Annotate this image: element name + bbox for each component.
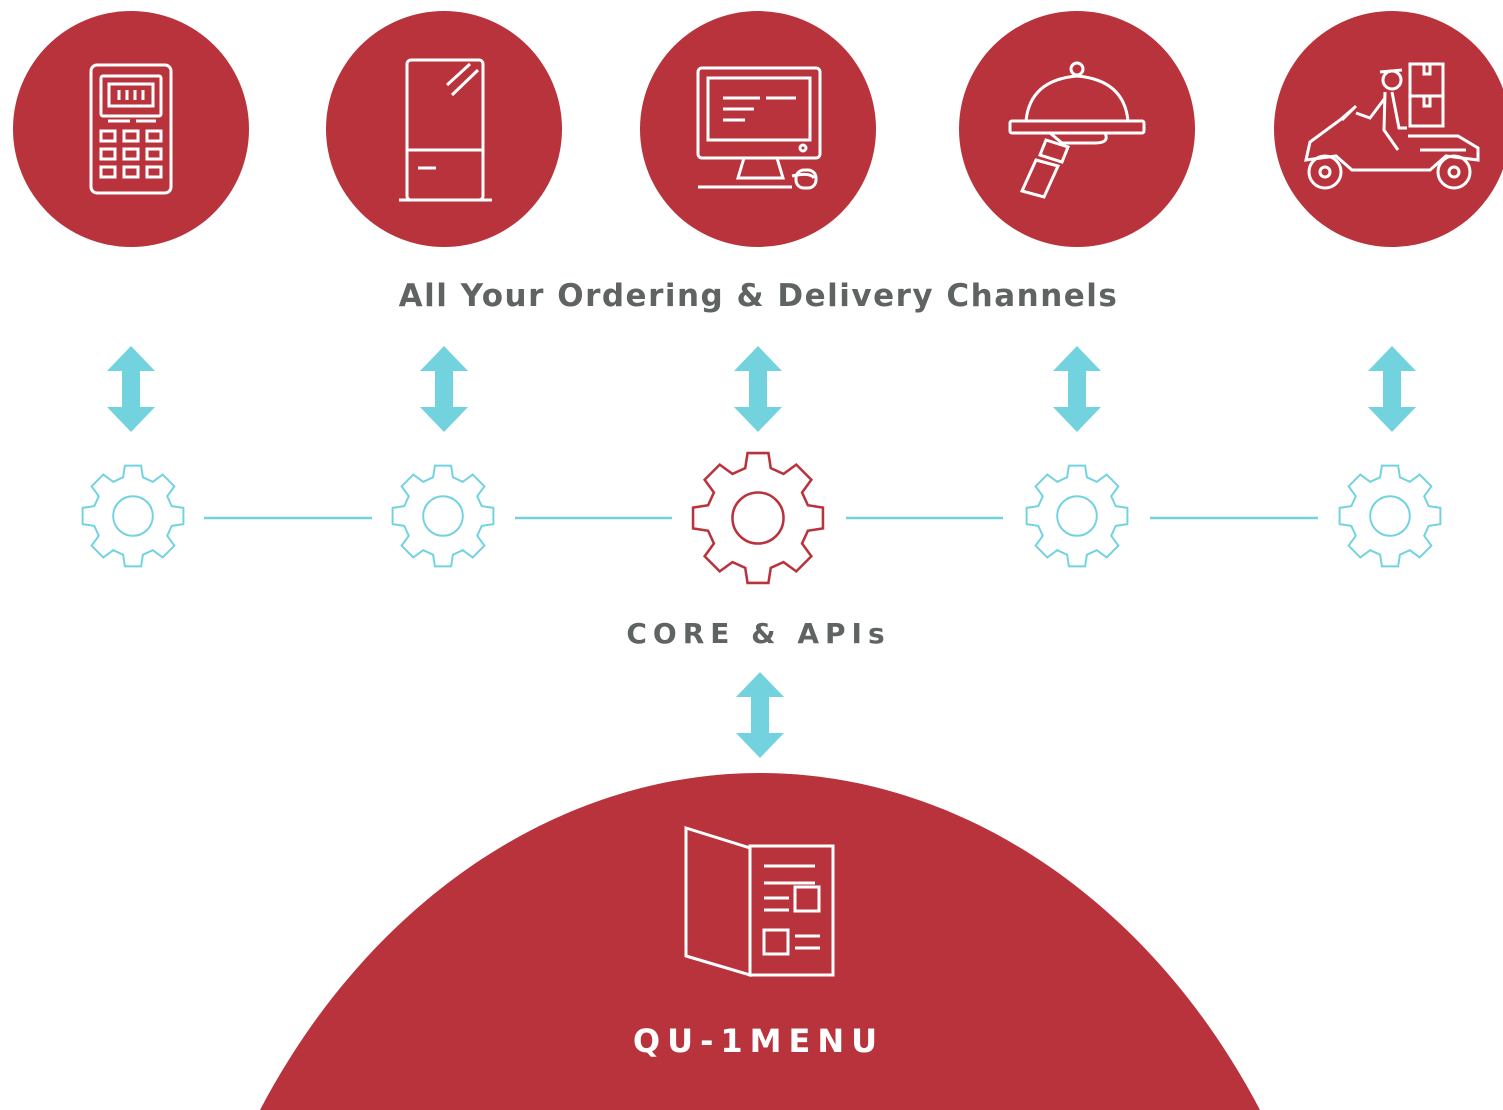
menu-label: QU-1MENU <box>632 1022 885 1060</box>
double-arrow-icon <box>1053 346 1101 432</box>
channel-circle-delivery <box>1274 11 1503 247</box>
double-arrow-icon <box>1368 346 1416 432</box>
channel-circle-pos <box>13 11 249 247</box>
double-arrow-icon <box>734 346 782 432</box>
gear-row <box>81 464 1442 568</box>
gear-icon <box>81 464 185 568</box>
gear-icon <box>1025 464 1129 568</box>
core-gear-icon <box>691 451 825 585</box>
channel-circle-kiosk <box>326 11 562 247</box>
double-arrow-icon <box>420 346 468 432</box>
gear-icon <box>1338 464 1442 568</box>
desktop-computer-icon <box>696 66 822 190</box>
channel-circle-serving <box>959 11 1195 247</box>
pos-terminal-icon <box>89 63 173 195</box>
delivery-scooter-icon <box>1304 62 1480 190</box>
double-arrow-icon <box>736 672 784 758</box>
channels-title: All Your Ordering & Delivery Channels <box>398 278 1119 314</box>
channel-circle-desktop <box>640 11 876 247</box>
core-apis-label: CORE & APIs <box>626 617 891 650</box>
menu-booklet-icon <box>684 825 835 978</box>
menu-dome <box>260 773 1260 1110</box>
serving-tray-icon <box>1008 61 1146 199</box>
kiosk-icon <box>399 58 492 202</box>
gear-icon <box>391 464 495 568</box>
channel-arrows <box>107 346 1416 432</box>
double-arrow-icon <box>107 346 155 432</box>
core-gear <box>691 451 825 585</box>
